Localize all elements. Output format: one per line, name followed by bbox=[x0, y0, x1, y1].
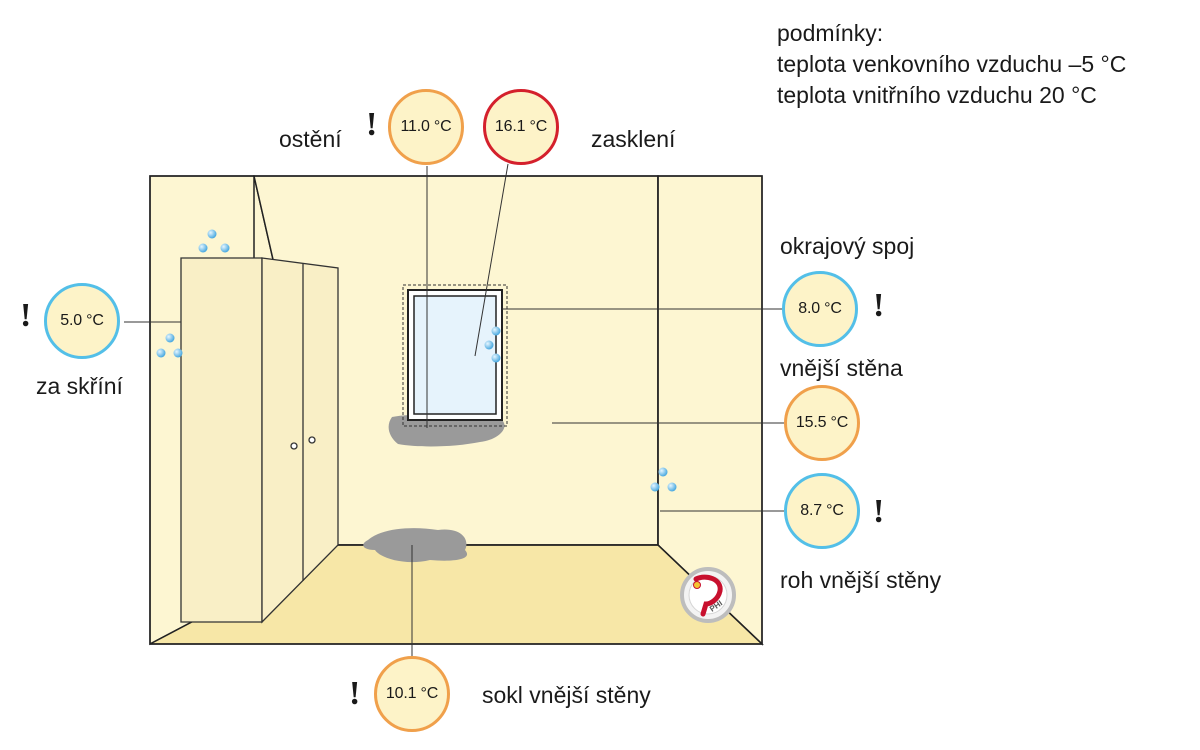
label-outer-wall-corner: roh vnější stěny bbox=[780, 567, 942, 593]
label-glazing: zasklení bbox=[591, 126, 676, 152]
room-outline bbox=[149, 175, 763, 645]
temp-badge-plinth: 10.1 °C bbox=[374, 656, 450, 732]
warning-mark-edge-seal: ! bbox=[873, 287, 885, 324]
mould-stain-floor bbox=[363, 528, 468, 563]
mould-stain-window bbox=[388, 414, 505, 447]
conditions-note: podmínky: teplota venkovního vzduchu –5 … bbox=[777, 18, 1126, 111]
window-reveal bbox=[402, 284, 508, 427]
conditions-heading: podmínky: bbox=[777, 20, 884, 46]
temp-badge-reveal: 11.0 °C bbox=[388, 89, 464, 165]
wardrobe-knob bbox=[290, 442, 298, 450]
phi-logo: PHI bbox=[680, 567, 736, 623]
window-glazing bbox=[413, 295, 497, 415]
indoor-temperature-note: teplota vnitřního vzduchu 20 °C bbox=[777, 82, 1097, 108]
warning-mark-reveal: ! bbox=[366, 106, 378, 143]
temp-badge-edge-seal: 8.0 °C bbox=[782, 271, 858, 347]
warning-mark-behind-wardrobe: ! bbox=[20, 297, 32, 334]
window bbox=[402, 284, 508, 427]
temp-badge-behind-wardrobe: 5.0 °C bbox=[44, 283, 120, 359]
temp-badge-outer-wall-corner: 8.7 °C bbox=[784, 473, 860, 549]
warning-mark-plinth: ! bbox=[349, 675, 361, 712]
label-outer-wall: vnější stěna bbox=[780, 355, 903, 381]
label-reveal: ostění bbox=[279, 126, 342, 152]
outdoor-temperature-note: teplota venkovního vzduchu –5 °C bbox=[777, 51, 1127, 77]
temp-badge-glazing: 16.1 °C bbox=[483, 89, 559, 165]
wardrobe-side bbox=[180, 257, 263, 623]
condensation-droplets bbox=[156, 229, 677, 492]
leader-lines bbox=[124, 163, 784, 659]
warning-mark-outer-wall-corner: ! bbox=[873, 493, 885, 530]
label-edge-seal: okrajový spoj bbox=[780, 233, 915, 259]
wardrobe bbox=[180, 257, 339, 624]
label-plinth: sokl vnější stěny bbox=[482, 682, 651, 708]
temp-badge-outer-wall: 15.5 °C bbox=[784, 385, 860, 461]
wardrobe-front bbox=[261, 257, 339, 624]
label-behind-wardrobe: za skříní bbox=[36, 373, 123, 399]
wardrobe-knob bbox=[308, 436, 316, 444]
